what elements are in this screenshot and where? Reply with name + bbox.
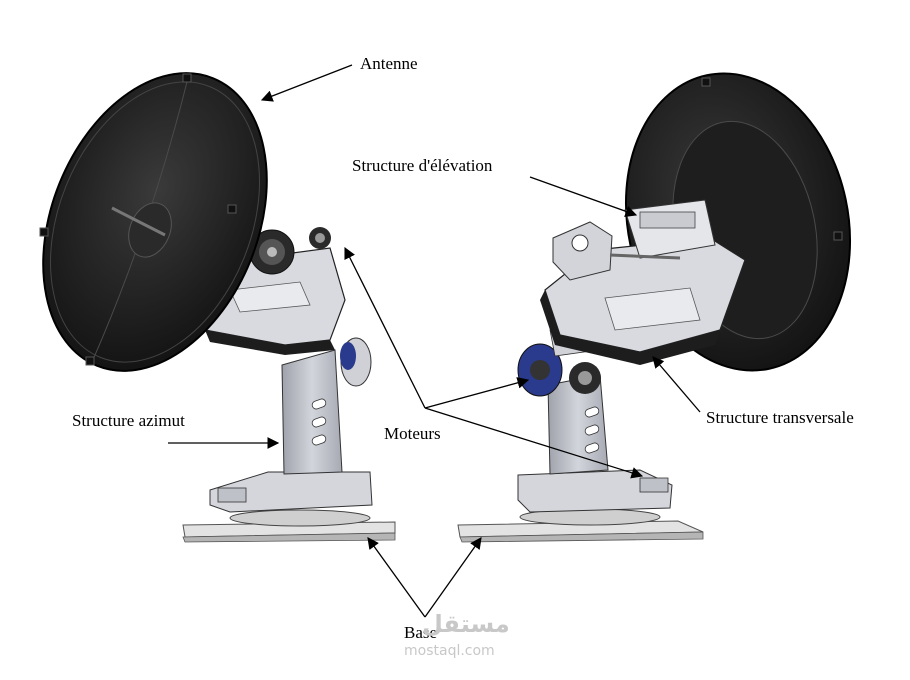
left-assembly bbox=[39, 72, 396, 543]
left-azimuth-column bbox=[281, 349, 343, 475]
arrow-structure-transversale bbox=[652, 356, 701, 413]
arrow-structure-elevation bbox=[529, 176, 638, 217]
watermark-latin: mostaql.com bbox=[404, 643, 495, 659]
left-azimuth-housing bbox=[209, 471, 373, 513]
arrow-moteurs-right bbox=[424, 407, 644, 479]
label-structure-elevation: Structure d'élévation bbox=[352, 156, 493, 175]
arrow-moteurs-left bbox=[344, 246, 426, 409]
left-turntable bbox=[229, 509, 371, 527]
label-base: Base bbox=[404, 623, 438, 642]
label-structure-transversale: Structure transversale bbox=[706, 408, 854, 427]
label-structure-azimut: Structure azimut bbox=[72, 411, 185, 430]
right-assembly bbox=[457, 72, 852, 543]
watermark-arabic: مستقل bbox=[422, 610, 510, 638]
annotation-arrows bbox=[168, 64, 701, 618]
arrow-base-left bbox=[367, 537, 426, 618]
arrow-base-right bbox=[424, 537, 482, 618]
label-moteurs: Moteurs bbox=[384, 424, 441, 443]
label-antenne: Antenne bbox=[360, 54, 418, 73]
arrow-moteurs-mid bbox=[424, 377, 530, 409]
arrow-antenne bbox=[260, 64, 353, 102]
